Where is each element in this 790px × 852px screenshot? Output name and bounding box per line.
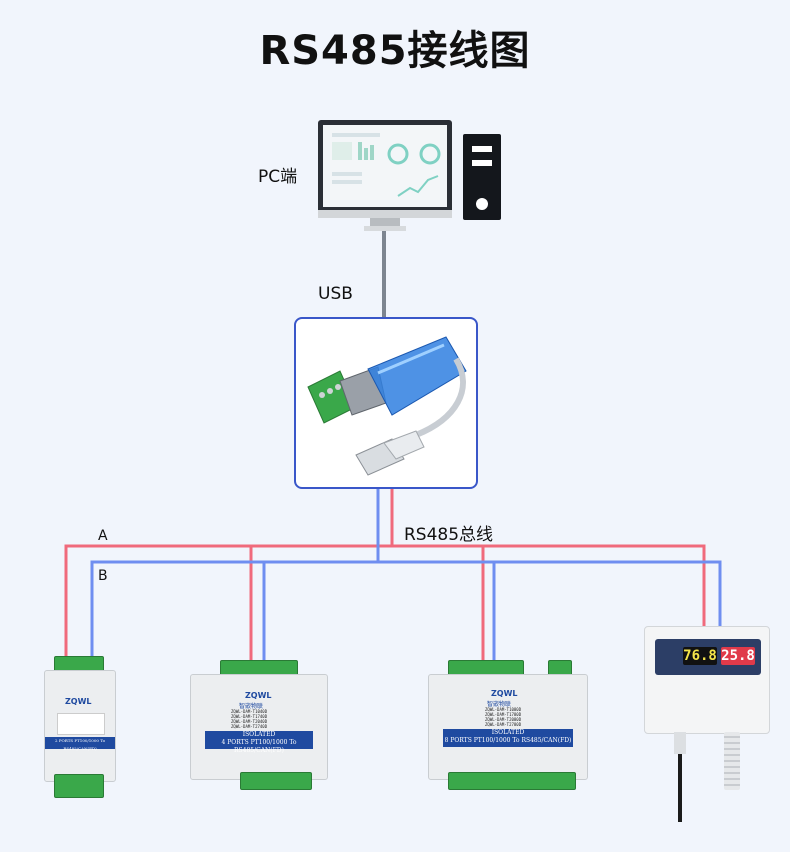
brand-cn: 智嵌物联: [487, 701, 512, 708]
line-b-label: B: [98, 568, 108, 584]
line-b-wires: [90, 486, 722, 662]
terminal-bottom: [54, 774, 104, 798]
product-desc: ISOLATED 4 PORTS PT100/1000 To RS485/CAN…: [205, 731, 313, 754]
sensor-cable: [678, 754, 682, 822]
sensor-body: 76.8 25.8: [644, 626, 770, 734]
pc-monitor: [318, 120, 456, 239]
cable-gland: [674, 732, 686, 754]
model-list: ZQWL-DAM-T1040D ZQWL-DAM-T1740D ZQWL-DAM…: [231, 709, 268, 729]
module-2port: ZQWL 2 PORTS PT100/1000 To RS485/CAN(FD): [40, 656, 118, 798]
humidity-display: 76.8: [683, 647, 717, 665]
bus-label: RS485总线: [404, 525, 494, 545]
usb-label: USB: [318, 284, 353, 304]
pc-tower: [463, 134, 503, 224]
line-a-label: A: [98, 528, 108, 544]
brand-logo: ZQWL: [65, 697, 92, 706]
product-desc: 2 PORTS PT100/1000 To RS485/CAN(FD): [45, 737, 115, 751]
module-4port: ZQWL 智嵌物联 ZQWL-DAM-T1040D ZQWL-DAM-T1740…: [190, 660, 328, 790]
temperature-display: 25.8: [721, 647, 755, 665]
terminal-bottom: [240, 772, 312, 790]
product-desc: ISOLATED 8 PORTS PT100/1000 To RS485/CAN…: [443, 729, 573, 747]
usb-rs485-adapter: [294, 317, 478, 489]
brand-logo: ZQWL: [491, 689, 518, 698]
adapter-image: [307, 336, 467, 476]
line-a-wires: [64, 486, 706, 662]
terminal-bottom: [448, 772, 576, 790]
module-body: ZQWL 智嵌物联 ZQWL-DAM-T1080D ZQWL-DAM-T1780…: [428, 674, 588, 780]
page-title: RS485接线图: [259, 28, 531, 74]
brand-cn: 智嵌物联: [239, 703, 264, 710]
sensor-probe: [724, 732, 740, 790]
model-list: [57, 713, 105, 735]
pc-label: PC端: [258, 167, 298, 187]
module-8port: ZQWL 智嵌物联 ZQWL-DAM-T1080D ZQWL-DAM-T1780…: [428, 660, 588, 790]
model-list: ZQWL-DAM-T1080D ZQWL-DAM-T1780D ZQWL-DAM…: [485, 707, 522, 727]
module-body: ZQWL 2 PORTS PT100/1000 To RS485/CAN(FD): [44, 670, 116, 782]
temp-humidity-sensor: 76.8 25.8: [644, 626, 770, 822]
display-panel: 76.8 25.8: [655, 639, 761, 675]
module-body: ZQWL 智嵌物联 ZQWL-DAM-T1040D ZQWL-DAM-T1740…: [190, 674, 328, 780]
brand-logo: ZQWL: [245, 691, 272, 700]
